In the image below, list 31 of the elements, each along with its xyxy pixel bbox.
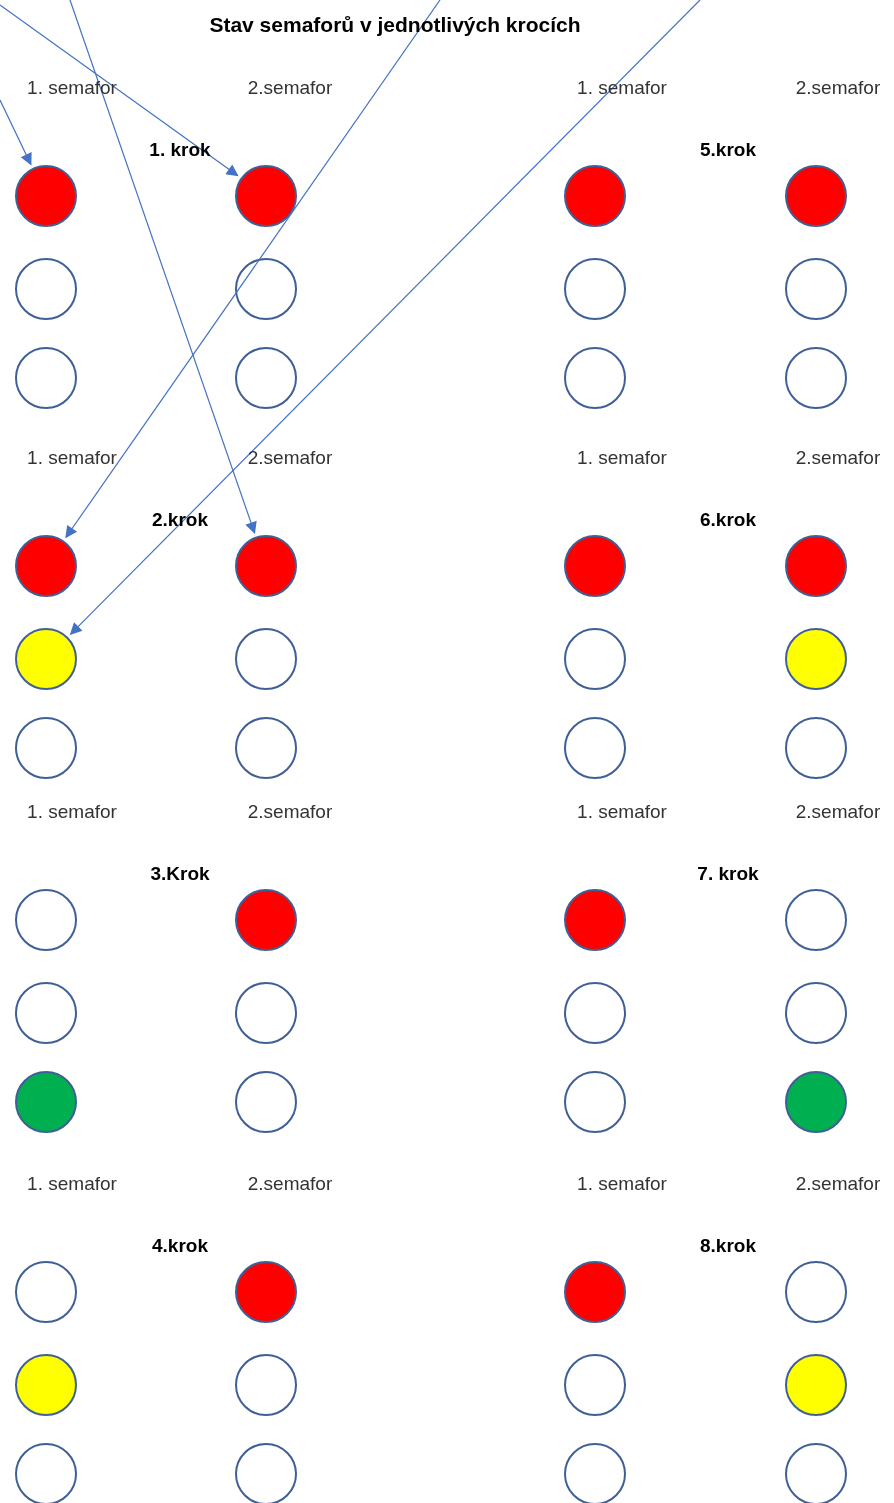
column-heading: 2.semafor <box>247 447 333 469</box>
step-label: 6.krok <box>700 509 756 531</box>
arrow <box>0 4 239 177</box>
arrow <box>69 0 257 535</box>
signal-light <box>564 1443 626 1503</box>
column-heading: 1. semafor <box>27 447 117 469</box>
step-label: 4.krok <box>152 1235 208 1257</box>
step-label: 5.krok <box>700 139 756 161</box>
column-heading: 1. semafor <box>27 801 117 823</box>
arrow <box>69 0 701 635</box>
signal-light <box>235 165 297 227</box>
column-heading: 2.semafor <box>247 77 333 99</box>
step-label: 7. krok <box>697 863 759 885</box>
column-heading: 2.semafor <box>795 77 881 99</box>
arrow <box>0 99 32 166</box>
column-heading: 2.semafor <box>795 1173 881 1195</box>
column-heading: 2.semafor <box>247 801 333 823</box>
column-heading: 2.semafor <box>795 801 881 823</box>
step-label: 8.krok <box>700 1235 756 1257</box>
column-heading: 1. semafor <box>577 447 667 469</box>
column-heading: 2.semafor <box>795 447 881 469</box>
column-heading: 1. semafor <box>27 1173 117 1195</box>
arrow <box>65 0 441 539</box>
signal-light <box>235 347 297 409</box>
step-label: 3.Krok <box>150 863 210 885</box>
signal-light <box>15 1443 77 1503</box>
column-heading: 1. semafor <box>577 801 667 823</box>
column-heading: 2.semafor <box>247 1173 333 1195</box>
column-heading: 1. semafor <box>577 1173 667 1195</box>
signal-light <box>785 1443 847 1503</box>
signal-light <box>235 1443 297 1503</box>
